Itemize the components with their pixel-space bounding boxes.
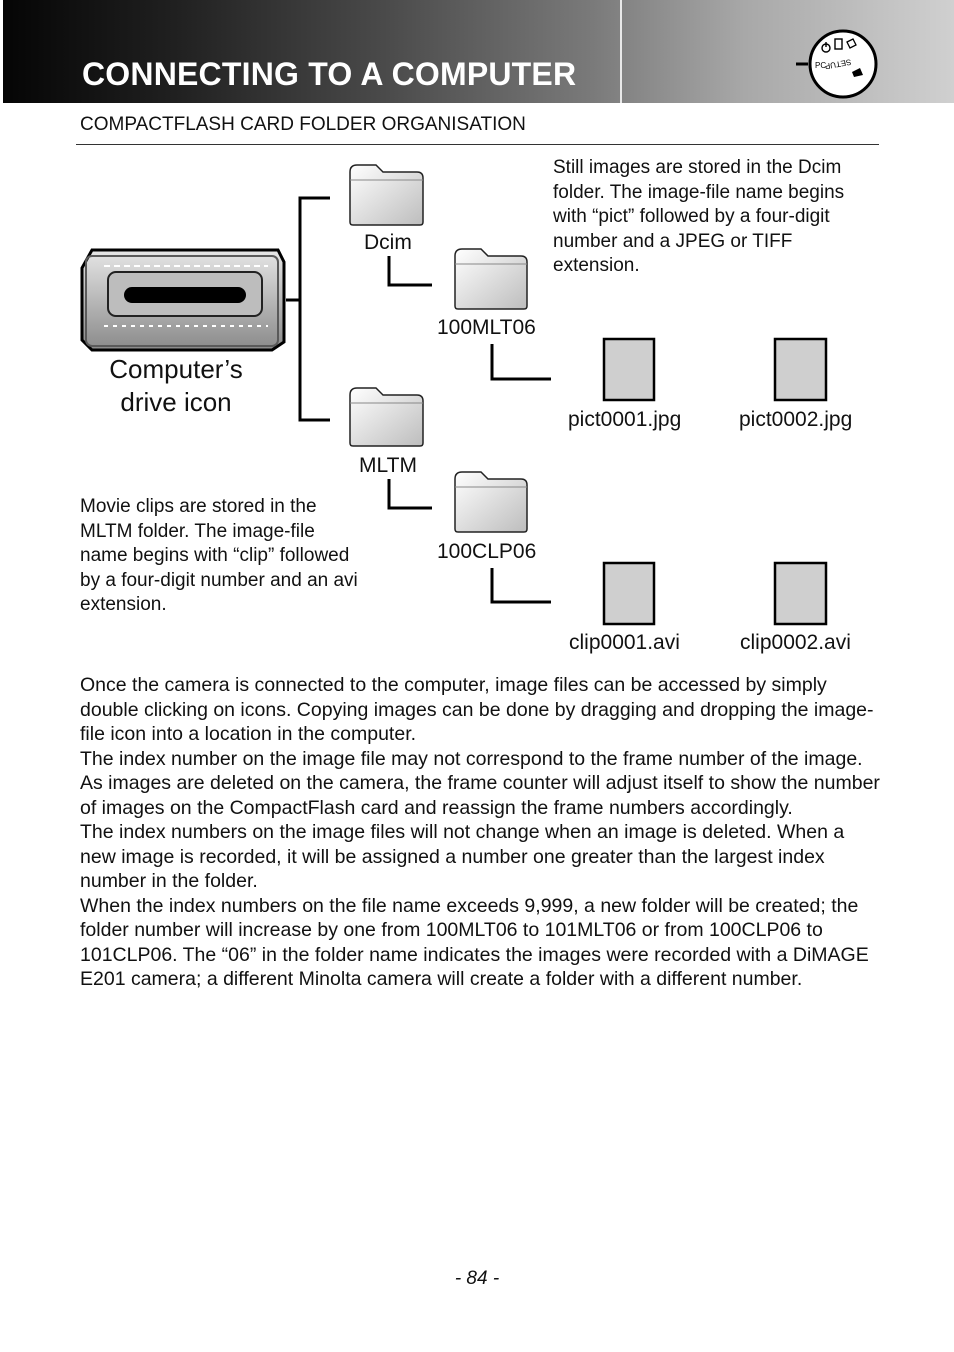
file-label-pict0002: pict0002.jpg (739, 408, 853, 431)
file-icon-pict0002 (773, 337, 828, 402)
file-label-pict0001: pict0001.jpg (568, 408, 682, 431)
drive-icon-caption: Computer’s drive icon (86, 353, 266, 419)
folder-label-100clp06: 100CLP06 (437, 540, 537, 563)
still-note-line: folder. The image-file name begins (553, 181, 845, 203)
folder-icon-mltm (349, 387, 424, 447)
paragraph: Once the camera is connected to the comp… (80, 674, 874, 745)
movie-note-line: Movie clips are stored in the (80, 496, 317, 517)
paragraph: When the index numbers on the file name … (80, 894, 869, 991)
movie-note-line: extension. (80, 594, 167, 615)
dial-label-pc: PC (815, 61, 826, 70)
header-banner (3, 0, 954, 103)
file-label-clip0001: clip0001.avi (569, 631, 680, 654)
folder-icon-100mlt06 (454, 248, 528, 310)
file-label-clip0002: clip0002.avi (740, 631, 851, 654)
drive-icon (80, 248, 286, 352)
movie-note-line: MLTM folder. The image-file (80, 520, 315, 542)
folder-label-dcim: Dcim (364, 231, 412, 254)
still-note-line: number and a JPEG or TIFF (553, 230, 793, 252)
section-divider (76, 144, 879, 145)
movie-note-line: by a four-digit number and an avi (80, 569, 358, 591)
mode-dial-icon: PC SETUP (795, 28, 881, 104)
page-title: CONNECTING TO A COMPUTER (82, 56, 577, 92)
folder-diagram: Computer’s drive icon Dcim 100MLT06 MLTM… (0, 150, 954, 670)
file-icon-pict0001 (602, 337, 656, 402)
paragraph: The index number on the image file may n… (80, 747, 880, 819)
drive-caption-line1: Computer’s (109, 354, 243, 384)
section-title: COMPACTFLASH CARD FOLDER ORGANISATION (80, 114, 526, 135)
folder-label-mltm: MLTM (359, 454, 417, 477)
still-image-note: Still images are stored in the Dcim fold… (553, 156, 844, 279)
movie-note-line: name begins with “clip” followed (80, 545, 350, 566)
drive-caption-line2: drive icon (120, 387, 232, 417)
folder-icon-100clp06 (454, 471, 528, 533)
movie-clip-note: Movie clips are stored in the MLTM folde… (80, 495, 358, 618)
folder-icon-dcim (349, 164, 424, 226)
file-icon-clip0001 (602, 561, 656, 626)
file-icon-clip0002 (773, 561, 828, 626)
still-note-line: Still images are stored in the Dcim (553, 157, 842, 178)
header-divider (620, 0, 622, 103)
folder-label-100mlt06: 100MLT06 (437, 316, 536, 339)
body-text: Once the camera is connected to the comp… (80, 673, 880, 992)
still-note-line: with “pict” followed by a four-digit (553, 206, 830, 227)
page-number: - 84 - (454, 1268, 500, 1289)
paragraph: The index numbers on the image files wil… (80, 821, 845, 892)
still-note-line: extension. (553, 255, 640, 276)
